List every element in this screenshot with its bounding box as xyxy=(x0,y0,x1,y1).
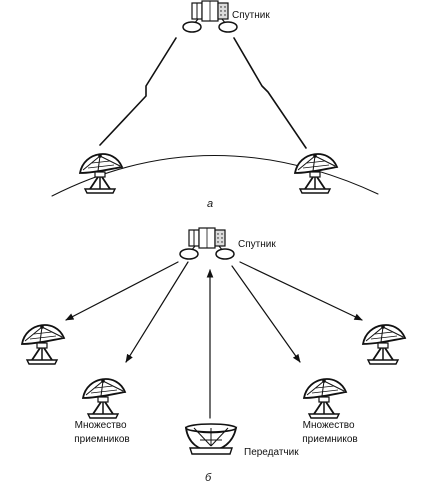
broadcast-arrow-near-right xyxy=(231,265,301,363)
caption-b: б xyxy=(205,472,212,484)
broadcast-arrow-far-left xyxy=(65,261,179,321)
satellite-label-a: Спутник xyxy=(232,10,270,21)
receiver-far-right-icon xyxy=(362,324,406,365)
earth-surface xyxy=(51,155,379,197)
ground-station-left-icon xyxy=(79,153,123,194)
transmitter-label: Передатчик xyxy=(244,447,299,458)
satellite-label-b: Спутник xyxy=(238,239,276,250)
uplink-signal-left xyxy=(99,37,177,146)
broadcast-arrow-near-left xyxy=(125,261,189,363)
transmitter-icon xyxy=(184,423,238,455)
satellite-icon xyxy=(182,0,238,33)
broadcast-arrow-far-right xyxy=(239,261,363,321)
panel-b: Спутник Множество приемников Множество п… xyxy=(21,227,406,484)
receiver-far-left-icon xyxy=(21,324,65,365)
receivers-right-label: Множество приемников xyxy=(302,420,357,445)
downlink-signal-right xyxy=(233,37,307,149)
receivers-left-label: Множество приемников xyxy=(74,420,129,445)
satellite-b-icon xyxy=(179,227,235,260)
caption-a: а xyxy=(207,198,213,210)
ground-station-right-icon xyxy=(294,153,338,194)
panel-a: Спутник а xyxy=(51,0,379,210)
receiver-near-left-icon xyxy=(82,378,126,419)
receiver-near-right-icon xyxy=(303,378,347,419)
